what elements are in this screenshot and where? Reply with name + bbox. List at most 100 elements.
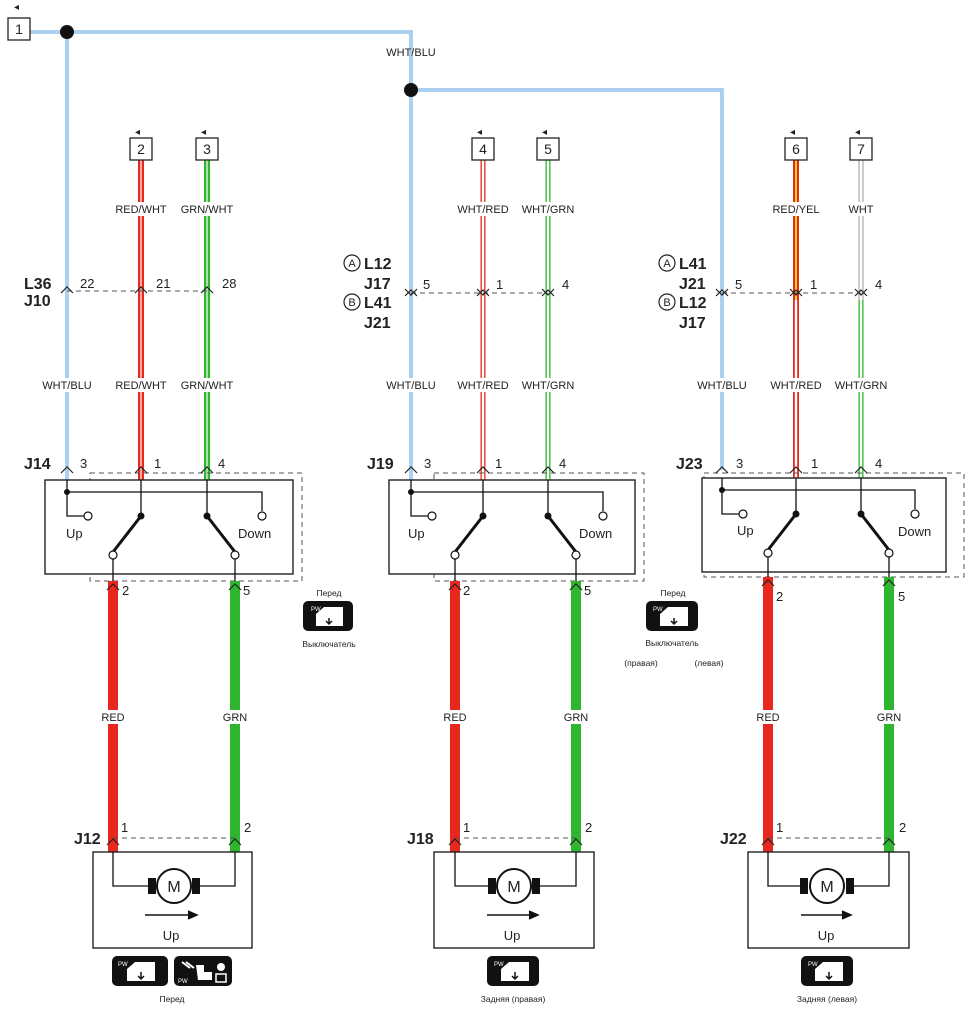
connector-id: L12 xyxy=(679,295,707,312)
window-switch-front: J14 3 1 4 Up Down xyxy=(24,456,303,582)
switch-up-label: Up xyxy=(408,526,425,541)
pin-number: 5 xyxy=(243,583,250,598)
svg-text:PW: PW xyxy=(178,979,188,985)
motor-rear-left: J22 1 2 M Up xyxy=(720,820,910,949)
variant-a-tag: A xyxy=(343,254,361,272)
caption: Выключатель xyxy=(302,639,356,649)
pin-number: 2 xyxy=(899,820,906,835)
connector-chevrons xyxy=(404,288,555,297)
svg-text:PW: PW xyxy=(653,607,663,613)
wire-label: WHT/BLU xyxy=(697,380,747,392)
pin-number: 1 xyxy=(811,456,818,471)
wire-label: WHT/GRN xyxy=(835,380,888,392)
pin-number: 5 xyxy=(423,277,430,292)
ref-box-6: ◂ 6 xyxy=(784,127,808,161)
power-window-icon: PW xyxy=(487,956,539,986)
caption: Задняя (правая) xyxy=(481,994,546,1004)
variant-a-tag: A xyxy=(658,254,676,272)
svg-text:7: 7 xyxy=(857,141,865,157)
motor-rear-right: J18 1 2 M Up xyxy=(407,820,595,949)
svg-text:A: A xyxy=(663,258,671,270)
switch-down-label: Down xyxy=(898,524,931,539)
motor-connector-id: J18 xyxy=(407,831,434,848)
motor-connector-id: J22 xyxy=(720,831,747,848)
window-switch-rear-left: J23 3 1 4 Up Down xyxy=(676,456,965,578)
motor-symbol: M xyxy=(167,879,180,896)
pin-number: 3 xyxy=(736,456,743,471)
svg-text:4: 4 xyxy=(479,141,487,157)
wire-label: RED/WHT xyxy=(115,204,167,216)
wire-label: RED xyxy=(443,712,466,724)
pin-number: 4 xyxy=(559,456,566,471)
wire-label: GRN/WHT xyxy=(181,380,234,392)
pin-number: 28 xyxy=(222,276,236,291)
wire-label: WHT/BLU xyxy=(42,380,92,392)
arrow-left-icon: ◂ xyxy=(135,127,140,138)
svg-text:3: 3 xyxy=(203,141,211,157)
wire-label: GRN xyxy=(223,712,248,724)
arrow-left-icon: ◂ xyxy=(542,127,547,138)
pin-number: 1 xyxy=(463,820,470,835)
pin-number: 1 xyxy=(121,820,128,835)
variant-b-tag: B xyxy=(658,293,676,311)
svg-text:5: 5 xyxy=(544,141,552,157)
pin-number: 2 xyxy=(244,820,251,835)
arrow-right-icon xyxy=(801,910,853,920)
svg-text:PW: PW xyxy=(808,962,818,968)
motor-connector-id: J12 xyxy=(74,831,101,848)
caption: (левая) xyxy=(694,658,723,668)
caption: Перед xyxy=(316,588,341,598)
pin-number: 4 xyxy=(875,456,882,471)
pin-number: 2 xyxy=(122,583,129,598)
pin-number: 4 xyxy=(562,277,569,292)
switch-down-label: Down xyxy=(579,526,612,541)
arrow-left-icon: ◂ xyxy=(855,127,860,138)
wire-label: GRN xyxy=(877,712,902,724)
power-seat-icon: PW xyxy=(174,956,232,986)
power-window-icon: PW xyxy=(801,956,853,986)
connector-id: L41 xyxy=(364,295,392,312)
splice-dot xyxy=(404,83,418,97)
switch-connector-id: J23 xyxy=(676,456,703,473)
motor-direction: Up xyxy=(818,928,835,943)
connector-id: L41 xyxy=(679,256,707,273)
svg-text:PW: PW xyxy=(118,962,128,968)
pin-number: 22 xyxy=(80,276,94,291)
connector-chevrons xyxy=(60,286,214,294)
wire-label: RED/WHT xyxy=(115,380,167,392)
pin-number: 21 xyxy=(156,276,170,291)
wire-label: GRN xyxy=(564,712,589,724)
wire-label: RED xyxy=(101,712,124,724)
wire-label: WHT/RED xyxy=(457,204,508,216)
connector-id: L36 xyxy=(24,276,52,293)
caption: Задняя (левая) xyxy=(797,994,857,1004)
pin-number: 1 xyxy=(496,277,503,292)
svg-text:2: 2 xyxy=(137,141,145,157)
switch-down-label: Down xyxy=(238,526,271,541)
pin-number: 2 xyxy=(776,589,783,604)
caption: Перед xyxy=(159,994,184,1004)
ref-box-5: ◂ 5 xyxy=(536,127,560,161)
motor-symbol: M xyxy=(507,879,520,896)
pin-number: 1 xyxy=(776,820,783,835)
wire-label: WHT/GRN xyxy=(522,204,575,216)
svg-text:PW: PW xyxy=(494,962,504,968)
connector-id: J21 xyxy=(364,315,391,332)
svg-text:6: 6 xyxy=(792,141,800,157)
wire-label-main-feed: WHT/BLU xyxy=(386,47,436,59)
ref-box-7: ◂ 7 xyxy=(849,127,873,161)
svg-text:PW: PW xyxy=(311,607,321,613)
connector-id: J17 xyxy=(364,276,391,293)
ref-box-2: ◂ 2 xyxy=(129,127,153,161)
motor-direction: Up xyxy=(504,928,521,943)
pin-number: 3 xyxy=(80,456,87,471)
arrow-left-icon: ◂ xyxy=(14,2,19,13)
arrow-right-icon xyxy=(145,910,199,920)
motor-direction: Up xyxy=(163,928,180,943)
connector-id: J10 xyxy=(24,293,51,310)
wire-label: WHT xyxy=(848,204,873,216)
connector-id: J17 xyxy=(679,315,706,332)
connector-id: L12 xyxy=(364,256,392,273)
wire-label: WHT/RED xyxy=(770,380,821,392)
pin-number: 2 xyxy=(463,583,470,598)
